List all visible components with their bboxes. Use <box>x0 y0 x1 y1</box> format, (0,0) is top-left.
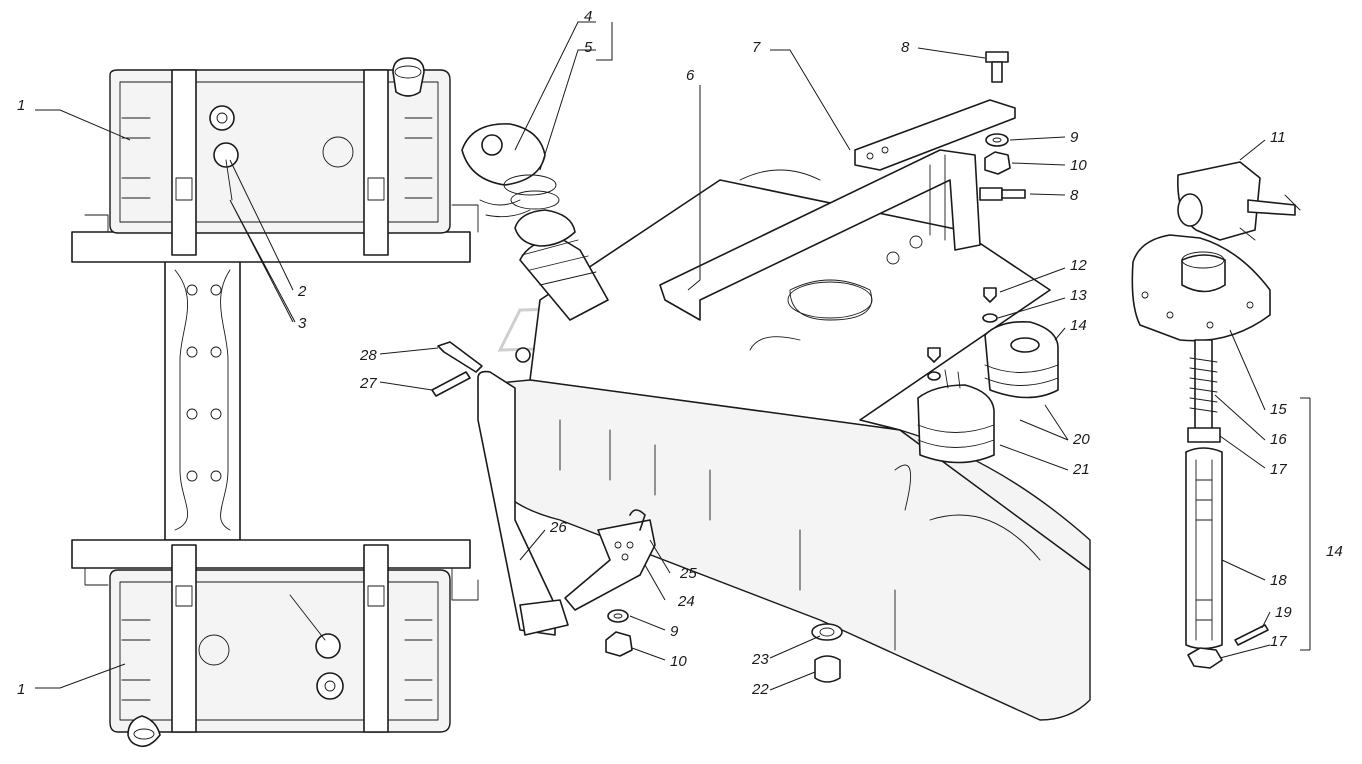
washer <box>985 133 1009 147</box>
callout-5: 5 <box>584 39 593 56</box>
callout-1: 1 <box>17 681 25 698</box>
level-sensor <box>984 320 1059 399</box>
callout-14: 14 <box>1326 543 1343 560</box>
tank-strap <box>171 69 197 256</box>
cotter-pin <box>431 371 471 397</box>
callout-1: 1 <box>17 97 25 114</box>
strap-bracket <box>854 99 1016 171</box>
fuel-intake-assembly <box>1131 161 1311 669</box>
sender-unit-lower <box>213 142 239 168</box>
filler-neck-bottom <box>127 715 161 748</box>
callout-15: 15 <box>1270 401 1287 418</box>
filler-cap <box>461 123 546 186</box>
fuel-tank-perspective <box>461 99 1091 721</box>
callout-21: 21 <box>1072 461 1090 478</box>
callout-11: 11 <box>1270 129 1286 146</box>
filler-neck-top <box>392 57 425 97</box>
hardware-parts <box>431 51 1059 683</box>
latch <box>564 519 656 611</box>
callout-12: 12 <box>1070 257 1087 274</box>
callout-19: 19 <box>1275 604 1292 621</box>
intake-pipe <box>1194 339 1213 431</box>
callout-18: 18 <box>1270 572 1287 589</box>
leader-lines <box>35 21 1271 691</box>
nut <box>984 151 1011 175</box>
callout-23: 23 <box>751 651 769 668</box>
callout-17: 17 <box>1270 633 1287 650</box>
callout-28: 28 <box>359 347 377 364</box>
callout-22: 22 <box>751 681 769 698</box>
callout-16: 16 <box>1270 431 1287 448</box>
long-bolt <box>437 341 483 373</box>
callout-6: 6 <box>686 67 695 84</box>
callout-14: 14 <box>1070 317 1087 334</box>
callout-20: 20 <box>1072 431 1090 448</box>
callout-10: 10 <box>670 653 687 670</box>
bracket <box>659 149 981 321</box>
callout-2: 2 <box>297 283 307 300</box>
tank-strap-lever <box>477 370 556 636</box>
callout-3: 3 <box>298 315 307 332</box>
callout-13: 13 <box>1070 287 1087 304</box>
callout-8: 8 <box>1070 187 1079 204</box>
callout-17: 17 <box>1270 461 1287 478</box>
callout-9: 9 <box>1070 129 1079 146</box>
callout-26: 26 <box>549 519 567 536</box>
drain-plug <box>814 655 841 683</box>
callout-labels: 1 1 2 3 4 5 6 7 8 8 9 9 10 10 11 12 13 1… <box>17 8 1343 698</box>
fuel-tank-bottom <box>109 544 451 748</box>
cross-member-top <box>71 231 471 263</box>
fuel-tank-top <box>109 57 451 256</box>
tank-strap <box>363 69 389 256</box>
callout-8: 8 <box>901 39 910 56</box>
callout-4: 4 <box>584 8 592 25</box>
bolt <box>985 51 1009 63</box>
callout-10: 10 <box>1070 157 1087 174</box>
screw <box>983 287 997 303</box>
callout-25: 25 <box>679 565 697 582</box>
tank-strap <box>363 544 389 733</box>
sender-unit-upper <box>315 633 341 659</box>
fuel-sender <box>917 384 995 464</box>
pin <box>1234 624 1269 646</box>
frame-rail <box>164 249 241 541</box>
retaining-ring <box>1187 427 1221 443</box>
cross-member-bottom <box>71 539 471 569</box>
tank-strap <box>171 544 197 733</box>
callout-7: 7 <box>752 39 761 56</box>
callout-24: 24 <box>677 593 695 610</box>
bolt <box>979 187 1003 201</box>
bottom-nut <box>1187 647 1223 669</box>
washer <box>607 609 629 623</box>
sender-unit-top <box>209 105 235 131</box>
callout-27: 27 <box>359 375 377 392</box>
nut <box>605 631 633 657</box>
washer-small <box>982 313 998 323</box>
intake-filter <box>1185 447 1223 650</box>
callout-9: 9 <box>670 623 679 640</box>
sender-unit-bottom <box>316 672 344 700</box>
frame-assembly-top-view <box>71 204 479 601</box>
